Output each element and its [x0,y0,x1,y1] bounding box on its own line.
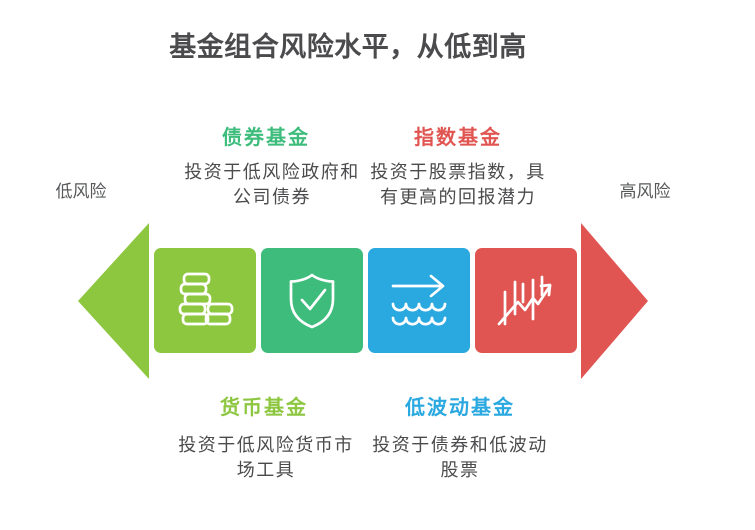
description-line: 有更高的回报潜力 [380,187,536,208]
description-line: 场工具 [236,460,296,481]
wave-arrow-icon [391,274,447,326]
coin-stack-icon [178,272,234,325]
description-line: 投资于股票指数，具 [370,162,546,183]
low-volatility-fund-name: 低波动基金 [405,395,515,419]
bond-fund-description: 投资于低风险政府和 公司债券 [184,160,360,210]
low-risk-label: 低风险 [55,182,107,202]
description-line: 投资于债券和低波动 [372,435,548,456]
left-arrowhead [78,223,149,379]
right-arrowhead [581,223,648,379]
shield-check-icon [289,273,335,328]
money-fund-name: 货币基金 [220,395,308,419]
bond-fund-name: 债券基金 [222,125,310,149]
index-fund-square [475,248,577,353]
low-volatility-fund-description: 投资于债券和低波动 股票 [372,433,548,483]
money-fund-square [154,248,256,353]
bond-fund-square [261,248,363,353]
description-line: 股票 [440,460,480,481]
page-title: 基金组合风险水平，从低到高 [169,32,527,63]
money-fund-description: 投资于低风险货币市 场工具 [178,433,354,483]
description-line: 投资于低风险货币市 [178,435,354,456]
description-line: 投资于低风险政府和 [184,162,360,183]
description-line: 公司债券 [233,187,311,208]
index-fund-description: 投资于股票指数，具 有更高的回报潜力 [370,160,546,210]
low-volatility-fund-square [368,248,470,353]
high-risk-label: 高风险 [619,182,671,202]
stock-chart-icon [497,275,552,325]
index-fund-name: 指数基金 [414,125,502,149]
